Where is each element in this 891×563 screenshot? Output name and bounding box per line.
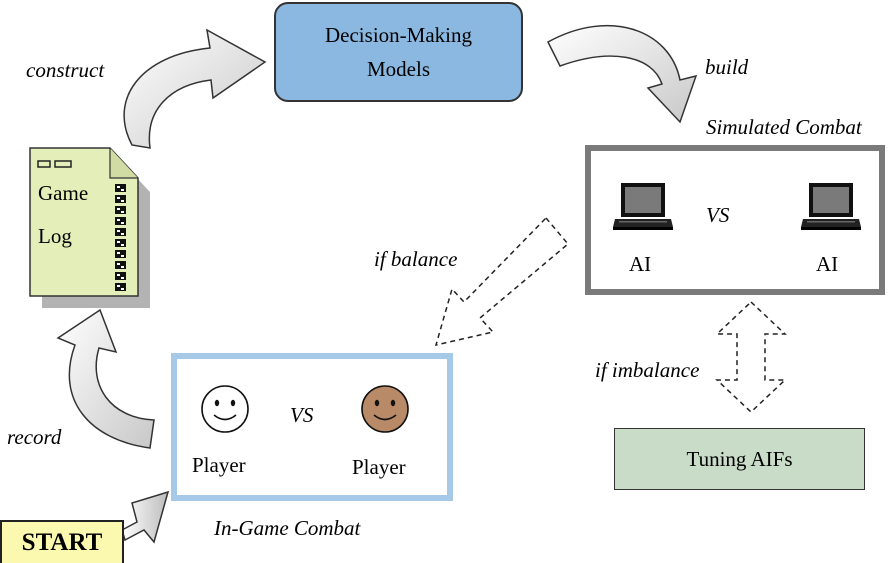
start-arrow bbox=[121, 490, 170, 544]
smiley-face-icon bbox=[201, 385, 249, 433]
sim-right-label: AI bbox=[816, 252, 839, 276]
if-balance-label: if balance bbox=[374, 247, 458, 271]
record-label: record bbox=[7, 425, 62, 449]
construct-arrow bbox=[123, 28, 267, 149]
game-right-label: Player bbox=[352, 455, 406, 479]
build-arrow bbox=[547, 24, 698, 124]
game-log-line1: Game bbox=[38, 181, 89, 205]
start-label: START bbox=[21, 528, 103, 556]
in-game-combat-caption: In-Game Combat bbox=[214, 516, 361, 540]
decision-models-line2: Models bbox=[367, 57, 430, 81]
laptop-icon bbox=[613, 183, 673, 230]
in-game-combat-box: VS Player Player bbox=[171, 353, 453, 501]
decision-models-box: Decision-Making Models bbox=[274, 2, 523, 102]
build-label: build bbox=[705, 55, 749, 79]
game-log-line2: Log bbox=[38, 224, 72, 248]
simulated-combat-box: VS AI AI bbox=[585, 145, 885, 295]
tuning-aifs-label: Tuning AIFs bbox=[686, 446, 793, 471]
sim-vs-label: VS bbox=[706, 203, 730, 227]
laptop-icon bbox=[801, 183, 861, 230]
if-imbalance-label: if imbalance bbox=[595, 358, 700, 382]
start-box: START bbox=[0, 520, 124, 563]
sim-left-label: AI bbox=[629, 252, 652, 276]
game-vs-label: VS bbox=[290, 403, 314, 427]
tuning-aifs-box: Tuning AIFs bbox=[614, 428, 865, 490]
game-log-document bbox=[29, 147, 150, 308]
smiley-face-icon bbox=[361, 385, 409, 433]
log-entries bbox=[115, 184, 126, 291]
record-arrow bbox=[56, 308, 155, 449]
game-left-label: Player bbox=[192, 453, 246, 477]
simulated-combat-caption: Simulated Combat bbox=[706, 115, 862, 139]
decision-models-line1: Decision-Making bbox=[325, 23, 472, 47]
construct-label: construct bbox=[26, 58, 105, 82]
if-imbalance-arrow bbox=[715, 300, 787, 414]
if-balance-arrow bbox=[434, 216, 570, 347]
